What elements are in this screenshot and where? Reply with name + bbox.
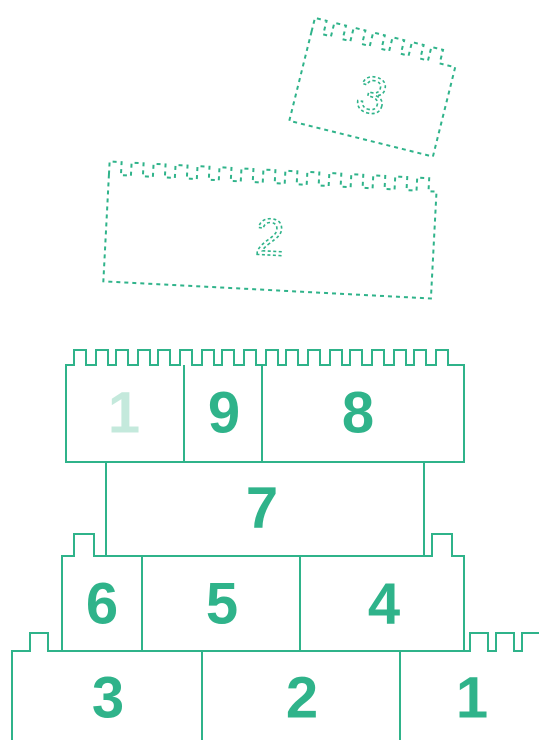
block-2: 2 bbox=[286, 666, 318, 731]
block-9: 9 bbox=[208, 381, 240, 446]
block-5: 5 bbox=[206, 572, 238, 637]
block-1: 1 bbox=[456, 666, 488, 731]
block-6: 6 bbox=[86, 572, 118, 637]
block-7: 7 bbox=[246, 476, 278, 541]
tower-row-3: 7 bbox=[106, 462, 424, 556]
floating-block-3-label: 3 bbox=[351, 64, 393, 127]
tower-row-4: 1 9 8 bbox=[66, 350, 464, 462]
floating-block-3: 3 bbox=[289, 18, 458, 157]
row-2-outline bbox=[62, 534, 464, 651]
block-4: 4 bbox=[368, 572, 400, 637]
block-8: 8 bbox=[342, 381, 374, 446]
tower-row-2: 6 5 4 bbox=[62, 534, 464, 651]
block-1-top: 1 bbox=[108, 381, 140, 446]
floating-block-2: 2 bbox=[103, 162, 437, 299]
floating-block-2-label: 2 bbox=[254, 208, 286, 267]
tower-row-1: 3 2 1 bbox=[12, 633, 539, 740]
block-3: 3 bbox=[92, 666, 124, 731]
